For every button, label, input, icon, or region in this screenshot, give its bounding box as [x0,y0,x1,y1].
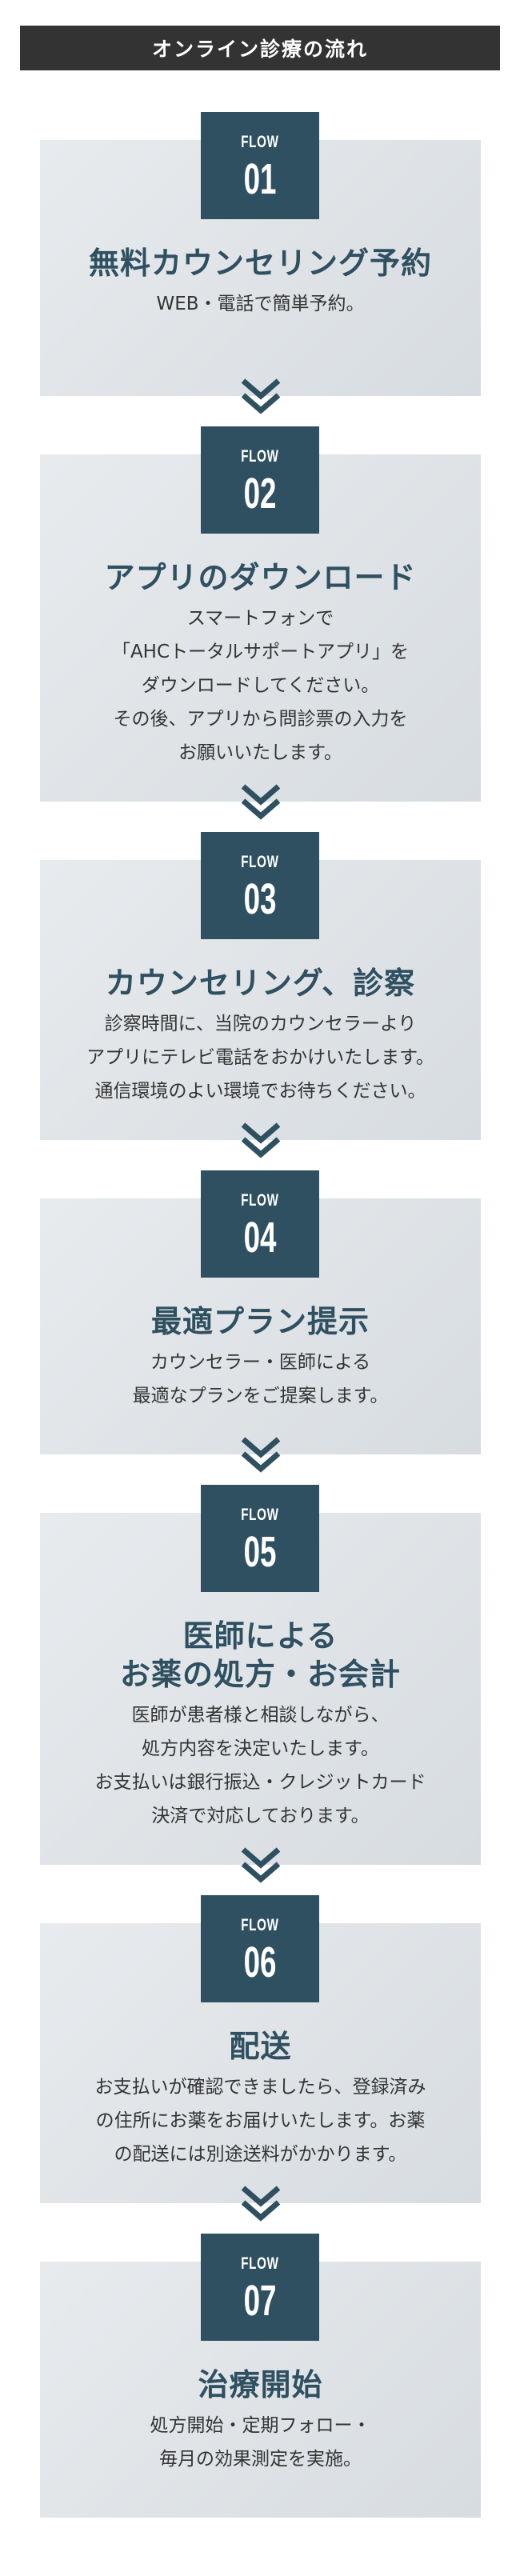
step-title: 無料カウンセリング予約 [88,246,432,281]
step-description: スマートフォンで 「AHCトータルサポートアプリ」を ダウンロードしてください。… [111,608,410,763]
step-title: 医師による お薬の処方・お会計 [119,1618,401,1692]
step-number: 03 [243,875,277,923]
step-flow-label: FLOW [241,133,279,151]
double-chevron-down-icon [241,378,281,414]
step-description: 診察時間に、当院のカウンセラーより アプリにテレビ電話をおかけいたします。 通信… [86,1014,434,1102]
step-badge: FLOW 06 [201,1895,319,2002]
step-title: 配送 [229,2029,292,2064]
step-flow-label: FLOW [241,1506,279,1524]
flow-step: FLOW 02 アプリのダウンロード スマートフォンで 「AHCトータルサポート… [40,426,481,820]
step-description: カウンセラー・医師による 最適なプランをご提案します。 [132,1352,389,1406]
step-number: 06 [243,1938,277,1986]
step-badge: FLOW 02 [201,426,319,534]
step-description: お支払いが確認できましたら、登録済み の住所にお薬をお届けいたします。お薬 の配… [94,2077,426,2165]
double-chevron-down-icon [241,1847,281,1883]
double-chevron-down-icon [241,1437,281,1473]
step-title: アプリのダウンロード [104,560,417,595]
double-chevron-down-icon [241,784,281,820]
section-title: オンライン診療の流れ [151,38,368,61]
step-number: 02 [243,470,277,518]
flow-step: FLOW 05 医師による お薬の処方・お会計 医師が患者様と相談しながら、 処… [40,1485,481,1883]
step-badge: FLOW 04 [201,1170,319,1278]
flow-step: FLOW 03 カウンセリング、診察 診察時間に、当院のカウンセラーより アプリ… [40,832,481,1158]
step-flow-label: FLOW [241,853,279,871]
step-title: 治療開始 [198,2367,323,2402]
step-badge: FLOW 03 [201,832,319,939]
flow-step: FLOW 04 最適プラン提示 カウンセラー・医師による 最適なプランをご提案し… [40,1170,481,1473]
step-number: 07 [243,2277,277,2325]
step-title: 最適プラン提示 [150,1304,370,1339]
flow-step: FLOW 01 無料カウンセリング予約 WEB・電話で簡単予約。 [40,112,481,414]
section-header: オンライン診療の流れ [20,26,500,70]
flow-steps: FLOW 01 無料カウンセリング予約 WEB・電話で簡単予約。 FLOW 02… [40,112,481,2576]
step-description: WEB・電話で簡単予約。 [156,294,365,314]
step-flow-label: FLOW [241,447,279,466]
step-title: カウンセリング、診察 [105,966,416,1001]
step-number: 01 [243,155,277,203]
step-card: カウンセリング、診察 診察時間に、当院のカウンセラーより アプリにテレビ電話をお… [40,860,481,1158]
flow-step: FLOW 06 配送 お支払いが確認できましたら、登録済み の住所にお薬をお届け… [40,1895,481,2222]
step-number: 05 [243,1528,277,1576]
step-badge: FLOW 01 [201,112,319,219]
step-badge: FLOW 07 [201,2234,319,2341]
step-flow-label: FLOW [241,1191,279,1210]
double-chevron-down-icon [241,2186,281,2222]
flow-step: FLOW 07 治療開始 処方開始・定期フォロー・ 毎月の効果測定を実施。 [40,2234,481,2518]
step-number: 04 [243,1214,277,1262]
step-description: 処方開始・定期フォロー・ 毎月の効果測定を実施。 [150,2415,371,2470]
double-chevron-down-icon [241,1122,281,1158]
step-flow-label: FLOW [241,1916,279,1934]
step-description: 医師が患者様と相談しながら、 処方内容を決定いたします。 お支払いは銀行振込・ク… [94,1705,426,1826]
step-badge: FLOW 05 [201,1485,319,1592]
step-flow-label: FLOW [241,2254,279,2273]
